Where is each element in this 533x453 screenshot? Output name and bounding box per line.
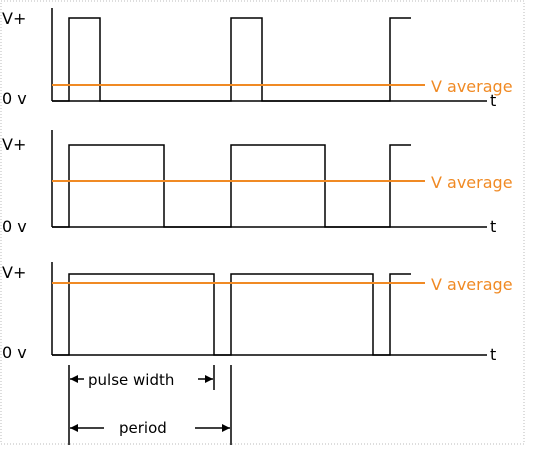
v-low-label: 0 v bbox=[2, 217, 27, 236]
dotted-frame bbox=[0, 0, 525, 445]
pulse-width-dimension: pulse width bbox=[70, 371, 213, 389]
arrowhead-right bbox=[222, 424, 230, 432]
pulse-width-label: pulse width bbox=[88, 371, 174, 389]
average-label: V average bbox=[431, 275, 513, 294]
panel-medium-duty-cycle: V+ 0 v t V average bbox=[2, 130, 513, 236]
v-high-label: V+ bbox=[2, 263, 26, 282]
dimension-markers: pulse width period bbox=[68, 365, 232, 445]
pwm-signal bbox=[52, 144, 411, 228]
v-low-label: 0 v bbox=[2, 89, 27, 108]
t-axis-label: t bbox=[490, 217, 496, 236]
period-dimension: period bbox=[70, 419, 230, 437]
pwm-signal bbox=[52, 273, 411, 356]
average-label: V average bbox=[431, 173, 513, 192]
v-low-label: 0 v bbox=[2, 343, 27, 362]
t-axis-label: t bbox=[490, 91, 496, 110]
arrowhead-left bbox=[70, 375, 78, 383]
panel-high-duty-cycle: V+ 0 v t V average bbox=[2, 262, 513, 364]
panel-low-duty-cycle: V+ 0 v t V average bbox=[2, 8, 513, 110]
v-high-label: V+ bbox=[2, 135, 26, 154]
v-high-label: V+ bbox=[2, 9, 26, 28]
arrowhead-right bbox=[205, 375, 213, 383]
t-axis-label: t bbox=[490, 345, 496, 364]
average-label: V average bbox=[431, 77, 513, 96]
period-label: period bbox=[119, 419, 167, 437]
pwm-signal bbox=[52, 17, 411, 102]
arrowhead-left bbox=[70, 424, 78, 432]
